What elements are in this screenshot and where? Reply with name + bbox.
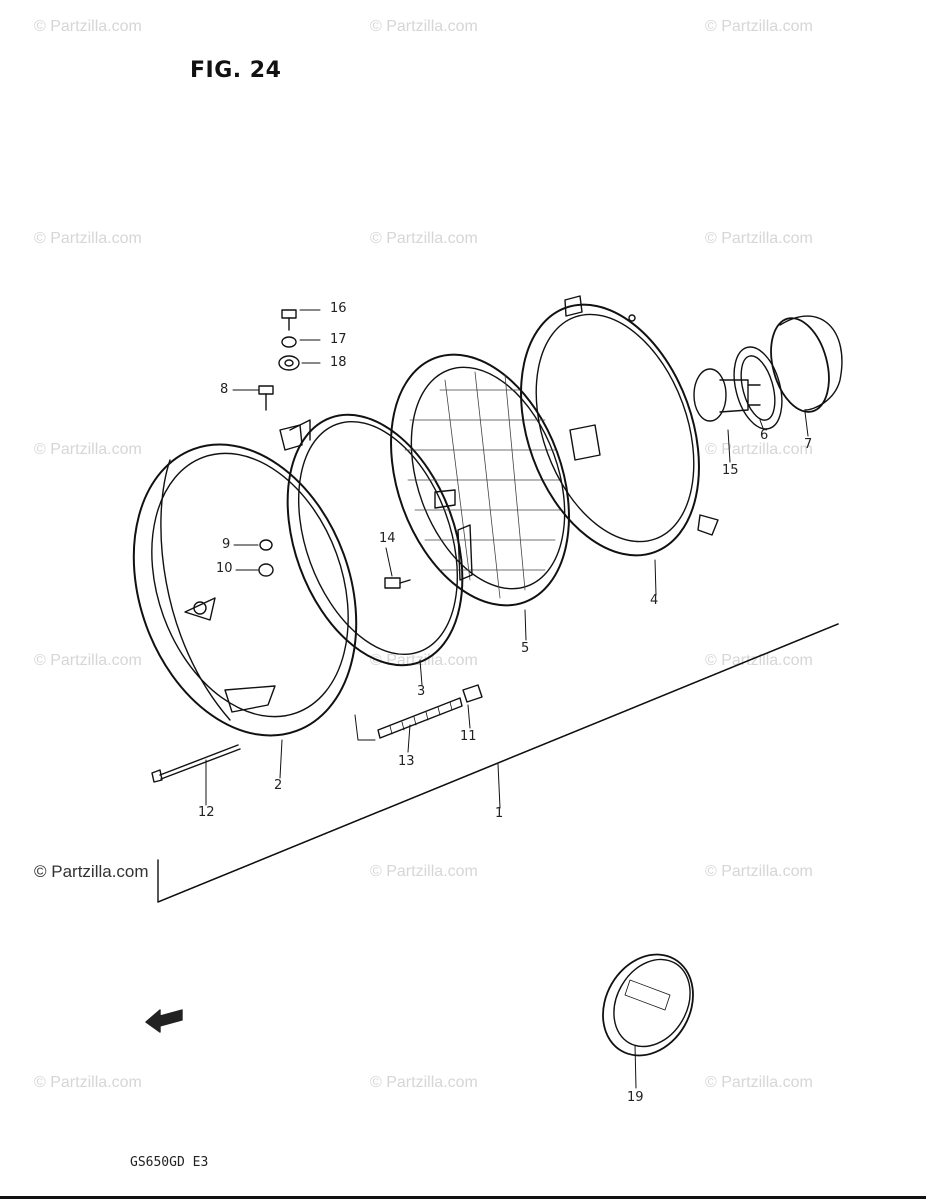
callout-6: 6	[760, 428, 769, 443]
watermark: © Partzilla.com	[705, 441, 813, 458]
hardware-washer-17	[281, 336, 297, 348]
watermark: © Partzilla.com	[370, 18, 478, 35]
watermark: © Partzilla.com	[370, 230, 478, 247]
callout-12: 12	[198, 805, 215, 820]
hardware-nut-18	[278, 355, 300, 371]
watermark: © Partzilla.com	[34, 230, 142, 247]
watermark: © Partzilla.com	[705, 230, 813, 247]
callout-15: 15	[722, 463, 739, 478]
callout-10: 10	[216, 561, 233, 576]
hardware-screw-16	[281, 309, 297, 331]
assembly-bracket	[157, 623, 839, 903]
callout-5: 5	[521, 641, 530, 656]
watermark: © Partzilla.com	[34, 441, 142, 458]
model-code: GS650GD E3	[130, 1155, 209, 1170]
callout-7: 7	[804, 437, 813, 452]
watermark: © Partzilla.com	[370, 1074, 478, 1091]
callout-11: 11	[460, 729, 477, 744]
front-direction-arrow-icon	[145, 1009, 183, 1033]
credit-text: © Partzilla.com	[34, 862, 149, 881]
headlight-rim	[132, 424, 358, 737]
hardware-washer-9	[259, 539, 273, 551]
callout-16: 16	[330, 301, 347, 316]
hardware-nut-10	[258, 563, 274, 577]
callout-18: 18	[330, 355, 347, 370]
watermark: © Partzilla.com	[370, 863, 478, 880]
callout-9: 9	[222, 537, 231, 552]
watermark: © Partzilla.com	[705, 18, 813, 35]
headlight-inner-ring	[286, 413, 464, 667]
headlight-housing	[520, 295, 719, 557]
bottom-border	[0, 1196, 926, 1199]
callout-2: 2	[274, 778, 283, 793]
leader-lines	[205, 309, 809, 1089]
watermark: © Partzilla.com	[705, 1074, 813, 1091]
watermark: © Partzilla.com	[34, 1074, 142, 1091]
spring-13	[377, 697, 463, 739]
callout-4: 4	[650, 593, 659, 608]
sealed-beam-lens	[390, 353, 570, 607]
watermark: © Partzilla.com	[705, 863, 813, 880]
callout-8: 8	[220, 382, 229, 397]
figure-title: FIG. 24	[190, 58, 282, 83]
callout-17-top: 17	[330, 332, 347, 347]
callout-14: 14	[379, 531, 396, 546]
watermark: © Partzilla.com	[34, 652, 142, 669]
watermark: © Partzilla.com	[705, 652, 813, 669]
bulb-socket	[693, 368, 761, 422]
callout-3: 3	[417, 684, 426, 699]
callout-1: 1	[495, 806, 504, 821]
hardware-screw-14	[384, 577, 411, 589]
watermark: © Partzilla.com	[34, 18, 142, 35]
callout-13: 13	[398, 754, 415, 769]
nut-11	[462, 684, 483, 703]
adjusting-screw-12	[151, 744, 241, 783]
hardware-screw-8	[258, 385, 274, 411]
rubber-boot-cover	[770, 315, 843, 413]
emblem-badge	[602, 953, 694, 1057]
gasket-ring	[733, 346, 783, 430]
callout-19: 19	[627, 1090, 644, 1105]
